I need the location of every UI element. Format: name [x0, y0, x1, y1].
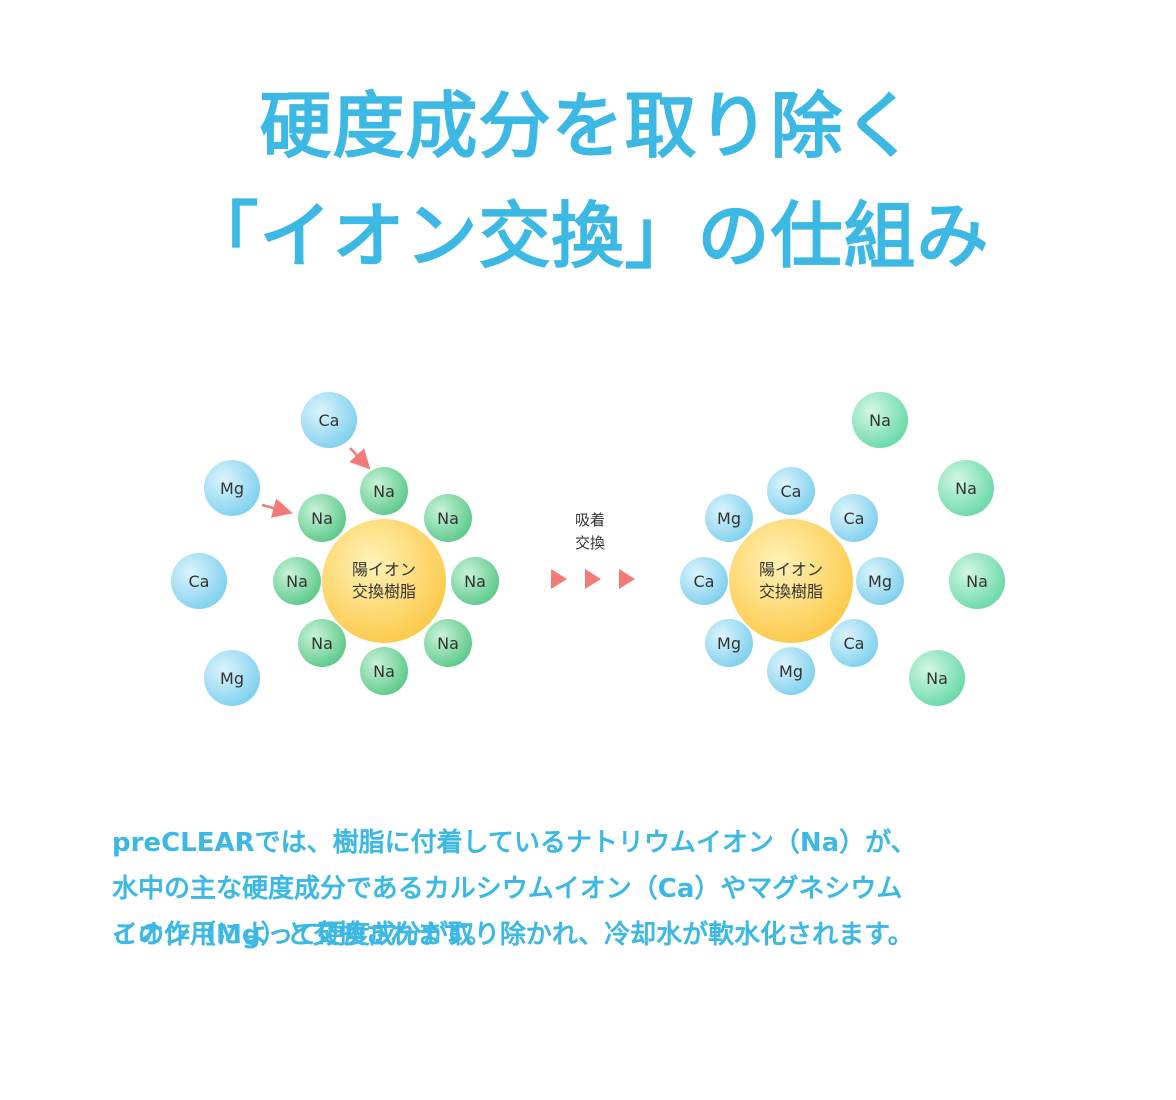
svg-text:Mg: Mg — [868, 572, 892, 591]
process-label-line2: 交換 — [575, 534, 605, 552]
svg-text:Na: Na — [437, 634, 459, 653]
after-group: Ca Mg Ca Mg Ca Mg Mg Ca — [680, 392, 1005, 706]
svg-text:交換樹脂: 交換樹脂 — [352, 582, 416, 601]
svg-text:Na: Na — [869, 411, 891, 430]
description-paragraph: preCLEARでは、樹脂に付着しているナトリウムイオン（Na）が、 水中の主な… — [112, 820, 1112, 958]
bound-ion: Ca — [830, 619, 878, 667]
svg-text:Na: Na — [286, 572, 308, 591]
free-ion: Mg — [204, 650, 260, 706]
bound-ion: Na — [273, 557, 321, 605]
description-line: イオン（Mg）と交換されます。 — [112, 920, 492, 950]
bound-ion: Na — [451, 557, 499, 605]
bound-ion: Ca — [767, 467, 815, 515]
svg-text:Na: Na — [437, 509, 459, 528]
svg-text:Ca: Ca — [781, 482, 802, 501]
free-ion: Ca — [301, 392, 357, 448]
svg-text:Ca: Ca — [694, 572, 715, 591]
description-line: 水中の主な硬度成分であるカルシウムイオン（Ca）やマグネシウム — [112, 874, 903, 904]
svg-text:Ca: Ca — [844, 509, 865, 528]
page-title-line1: 硬度成分を取り除く — [259, 84, 917, 168]
svg-text:Na: Na — [373, 662, 395, 681]
triangle-arrow-icon — [585, 569, 601, 589]
svg-text:Mg: Mg — [717, 634, 741, 653]
triangle-arrow-icon — [619, 569, 635, 589]
bound-ion: Mg — [705, 494, 753, 542]
svg-text:陽イオン: 陽イオン — [759, 560, 823, 579]
free-ion: Ca — [171, 553, 227, 609]
bound-ion: Ca — [680, 557, 728, 605]
svg-text:Mg: Mg — [220, 479, 244, 498]
svg-text:陽イオン: 陽イオン — [352, 560, 416, 579]
process-indicator: 吸着 交換 — [551, 511, 635, 589]
bound-ion: Na — [424, 494, 472, 542]
bound-ion: Na — [298, 619, 346, 667]
svg-text:Na: Na — [464, 572, 486, 591]
free-ion: Na — [949, 553, 1005, 609]
free-ion: Na — [909, 650, 965, 706]
svg-text:Mg: Mg — [717, 509, 741, 528]
svg-text:Na: Na — [966, 572, 988, 591]
bound-ion: Na — [424, 619, 472, 667]
process-label-line1: 吸着 — [575, 511, 605, 529]
triangle-arrow-icon — [551, 569, 567, 589]
svg-text:交換樹脂: 交換樹脂 — [759, 582, 823, 601]
svg-text:Ca: Ca — [844, 634, 865, 653]
ion-exchange-diagram: Na Na Na Na Na Na Na Na — [171, 392, 1005, 706]
resin-bead: 陽イオン 交換樹脂 — [729, 519, 853, 643]
description-paragraph: この作用によって硬度成分が取り除かれ、冷却水が軟水化されます。 — [112, 912, 1112, 958]
bound-ion: Mg — [856, 557, 904, 605]
svg-text:Na: Na — [955, 479, 977, 498]
bound-ion: Mg — [767, 647, 815, 695]
description-line: preCLEARでは、樹脂に付着しているナトリウムイオン（Na）が、 — [112, 828, 917, 858]
before-group: Na Na Na Na Na Na Na Na — [171, 392, 499, 706]
approach-arrow-mg — [261, 498, 293, 518]
bound-ion: Na — [360, 467, 408, 515]
svg-text:Na: Na — [311, 634, 333, 653]
free-ion: Mg — [204, 460, 260, 516]
bound-ion: Mg — [705, 619, 753, 667]
bound-ion: Ca — [830, 494, 878, 542]
svg-text:Na: Na — [311, 509, 333, 528]
approach-arrow-ca — [349, 447, 371, 470]
svg-text:Ca: Ca — [189, 572, 210, 591]
svg-text:Mg: Mg — [779, 662, 803, 681]
svg-text:Na: Na — [926, 669, 948, 688]
svg-text:Ca: Ca — [319, 411, 340, 430]
free-ion: Na — [938, 460, 994, 516]
bound-ion: Na — [360, 647, 408, 695]
page-title-line2: 「イオン交換」の仕組み — [186, 194, 990, 278]
svg-text:Mg: Mg — [220, 669, 244, 688]
description-line: この作用によって硬度成分が取り除かれ、冷却水が軟水化されます。 — [112, 920, 914, 950]
resin-bead: 陽イオン 交換樹脂 — [322, 519, 446, 643]
bound-ion: Na — [298, 494, 346, 542]
svg-text:Na: Na — [373, 482, 395, 501]
free-ion: Na — [852, 392, 908, 448]
